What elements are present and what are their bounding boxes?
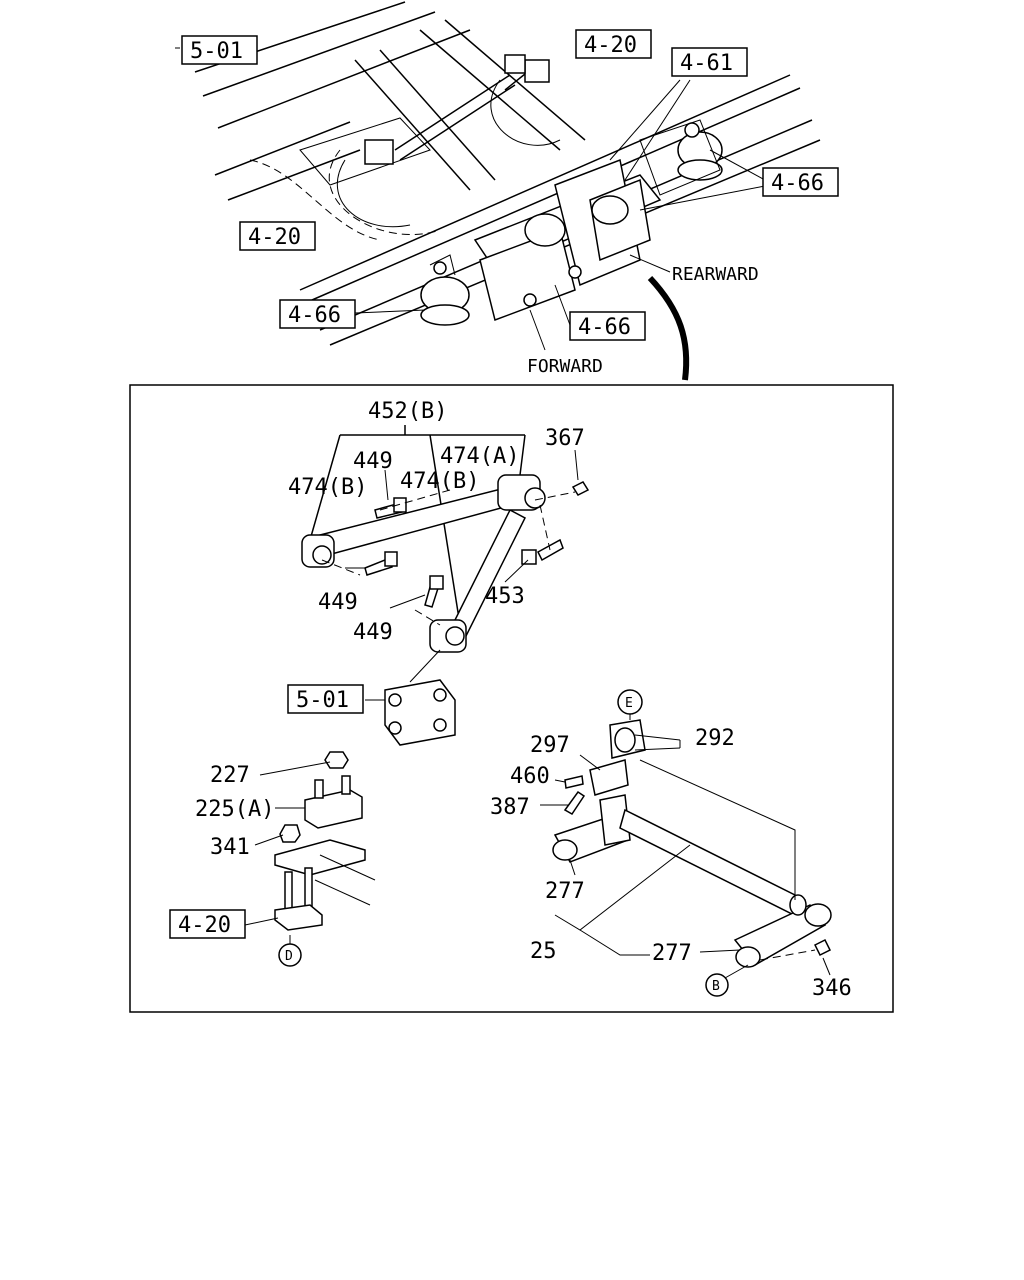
part-474b-mid: 474(B) (400, 469, 479, 494)
part-277-upper: 277 (545, 879, 585, 904)
ref-4-61: 4-61 (680, 51, 733, 76)
ref-4-66-left: 4-66 (288, 303, 341, 328)
ref-5-01-top: 5-01 (190, 39, 243, 64)
ref-4-20-detail: 4-20 (178, 913, 231, 938)
part-225a: 225(A) (195, 797, 274, 822)
ref-4-66-bottom: 4-66 (578, 315, 631, 340)
part-387: 387 (490, 795, 530, 820)
part-449-bottom: 449 (353, 620, 393, 645)
detail-frame (129, 384, 894, 1013)
part-449-top: 449 (353, 449, 393, 474)
rearward-label: REARWARD (672, 264, 759, 285)
part-474a: 474(A) (440, 444, 519, 469)
part-346: 346 (812, 976, 852, 1001)
callout-b: B (712, 979, 720, 994)
chassis-overview: 5-01 4-20 4-61 4-66 4-20 4-66 4-66 REARW… (175, 1, 839, 381)
ref-box-4-66-bottom (569, 311, 646, 341)
callout-d: D (285, 949, 293, 964)
callout-circle-b (705, 973, 729, 997)
part-277-lower: 277 (652, 941, 692, 966)
ref-4-20-top: 4-20 (584, 33, 637, 58)
part-449-left: 449 (318, 590, 358, 615)
part-341: 341 (210, 835, 250, 860)
part-453: 453 (485, 584, 525, 609)
ref-4-20-left: 4-20 (248, 225, 301, 250)
callout-circle-e (617, 689, 643, 715)
ref-box-5-01 (181, 35, 258, 65)
part-367: 367 (545, 426, 585, 451)
forward-label: FORWARD (527, 356, 603, 377)
ref-4-66-right: 4-66 (771, 171, 824, 196)
part-474b-left: 474(B) (288, 475, 367, 500)
part-452b: 452(B) (368, 399, 447, 424)
ref-box-4-61 (671, 47, 748, 77)
part-25: 25 (530, 939, 557, 964)
ref-box-5-01-detail (287, 684, 364, 714)
part-227: 227 (210, 763, 250, 788)
part-292: 292 (695, 726, 735, 751)
ref-box-4-20-detail (169, 909, 246, 939)
ref-box-4-20-left (239, 221, 316, 251)
part-297: 297 (530, 733, 570, 758)
detail-view: E D B 452(B) 474(A) 367 449 474(B) 474(B… (169, 399, 852, 1001)
callout-e: E (625, 696, 633, 711)
ref-box-4-66-right (762, 167, 839, 197)
part-460: 460 (510, 764, 550, 789)
ref-box-4-20-top (575, 29, 652, 59)
callout-circle-d (278, 943, 302, 967)
ref-5-01-detail: 5-01 (296, 688, 349, 713)
ref-box-4-66-left (279, 299, 356, 329)
